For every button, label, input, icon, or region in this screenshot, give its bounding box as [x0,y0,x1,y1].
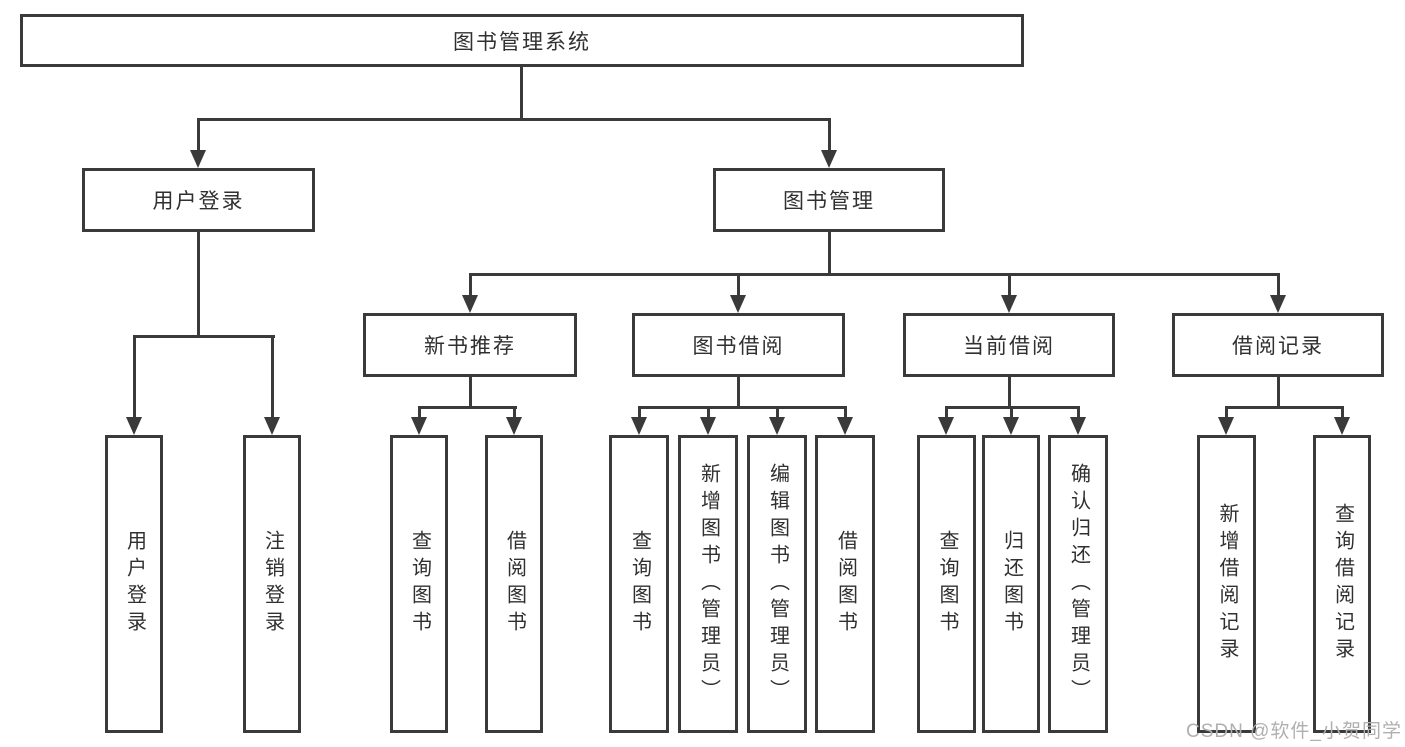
connector-line [469,273,1280,276]
connector-line [469,273,472,299]
leaf-query-borrow-record: 查询借阅记录 [1313,435,1371,733]
arrow-down-icon [1334,417,1350,435]
node-label: 用户登录 [123,530,146,638]
arrow-down-icon [1001,295,1017,313]
csdn-watermark: CSDN @软件_小贺同学 [1186,721,1402,742]
node-label: 图书借阅 [692,335,785,358]
node-label: 借阅图书 [834,530,857,638]
leaf-add-books-admin: 新增图书（管理员） [678,435,738,733]
arrow-down-icon [938,417,954,435]
node-new-book-recommend: 新书推荐 [363,313,577,377]
leaf-query-books: 查询图书 [917,435,976,733]
connector-line [1008,377,1011,408]
connector-line [1277,377,1280,408]
arrow-down-icon [769,417,785,435]
leaf-edit-books-admin: 编辑图书（管理员） [747,435,807,733]
arrow-down-icon [1270,295,1286,313]
connector-line [737,377,740,408]
node-book-management: 图书管理 [713,168,945,232]
leaf-confirm-return-admin: 确认归还（管理员） [1048,435,1108,733]
node-label: 查询借阅记录 [1331,503,1354,665]
connector-line [1008,273,1011,299]
node-label: 图书管理系统 [453,30,591,54]
leaf-borrow-books: 借阅图书 [815,435,875,733]
arrow-down-icon [821,150,837,168]
connector-line [737,273,740,299]
connector-line [133,335,136,420]
connector-line [828,118,831,152]
node-label: 当前借阅 [963,335,1055,358]
node-label: 用户登录 [152,190,245,213]
arrow-down-icon [506,417,522,435]
connector-line [133,335,275,338]
connector-line [520,67,523,121]
connector-line [197,118,831,121]
node-label: 归还图书 [1000,530,1023,638]
connector-line [513,406,516,420]
node-current-borrow: 当前借阅 [903,313,1115,377]
arrow-down-icon [730,295,746,313]
connector-line [1277,273,1280,299]
node-book-borrow: 图书借阅 [632,313,845,377]
node-label: 查询图书 [628,530,651,638]
arrow-down-icon [1218,417,1234,435]
arrow-down-icon [462,295,478,313]
node-borrow-records: 借阅记录 [1172,313,1384,377]
arrow-down-icon [190,150,206,168]
node-label: 借阅图书 [503,530,526,638]
arrow-down-icon [631,417,647,435]
connector-line [1225,406,1343,409]
connector-line [197,232,200,338]
node-label: 借阅记录 [1232,335,1324,358]
connector-line [1341,406,1344,420]
leaf-user-login: 用户登录 [105,435,163,733]
connector-line [418,406,517,409]
connector-line [844,406,847,420]
node-label: 新增图书（管理员） [697,462,720,706]
connector-line [418,406,421,420]
arrow-down-icon [700,417,716,435]
connector-line [1010,406,1013,420]
connector-line [828,232,831,276]
connector-line [271,335,274,420]
arrow-down-icon [1003,417,1019,435]
node-label: 新书推荐 [424,335,516,358]
leaf-query-books: 查询图书 [390,435,448,733]
node-user-login: 用户登录 [82,168,315,232]
leaf-return-books: 归还图书 [982,435,1040,733]
node-label: 查询图书 [936,530,958,638]
connector-line [638,406,847,409]
node-label: 新增借阅记录 [1216,503,1238,665]
connector-line [776,406,779,420]
arrow-down-icon [411,417,427,435]
node-label: 编辑图书（管理员） [766,462,789,706]
connector-line [945,406,948,420]
arrow-down-icon [1070,417,1086,435]
connector-line [1225,406,1228,420]
connector-line [197,118,200,152]
leaf-add-borrow-record: 新增借阅记录 [1197,435,1256,733]
node-label: 查询图书 [408,530,431,638]
connector-line [707,406,710,420]
connector-line [469,377,472,408]
connector-line [638,406,641,420]
arrow-down-icon [126,417,142,435]
node-label: 确认归还（管理员） [1067,462,1090,706]
connector-line [1077,406,1080,420]
node-label: 图书管理 [783,190,875,213]
leaf-borrow-books: 借阅图书 [485,435,543,733]
node-root: 图书管理系统 [20,14,1024,67]
leaf-query-books: 查询图书 [609,435,669,733]
arrow-down-icon [837,417,853,435]
arrow-down-icon [264,417,280,435]
node-label: 注销登录 [261,530,284,638]
leaf-logout: 注销登录 [243,435,301,733]
